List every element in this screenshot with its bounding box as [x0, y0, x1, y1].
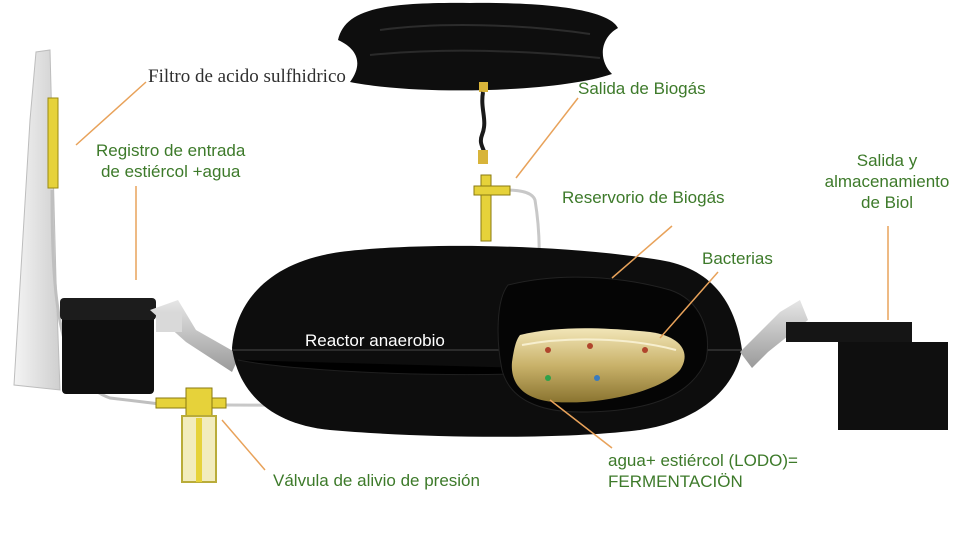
bacteria-dots: [545, 343, 648, 381]
biol-outlet: [740, 300, 948, 430]
label-lodo-line1: agua+ estiércol (LODO)=: [608, 451, 798, 470]
h2s-filter-column: [13, 49, 61, 391]
inlet-box: [60, 298, 240, 394]
label-salida-biol-line3: de Biol: [861, 193, 913, 212]
label-salida-biogas: Salida de Biogás: [578, 79, 706, 98]
biogas-tee-fitting: [473, 174, 511, 242]
label-salida-biol: Salida y almacenamiento de Biol: [812, 150, 962, 213]
label-registro-line1: Registro de entrada: [96, 141, 246, 160]
leader-lines: [75, 81, 889, 471]
biogas-outlet-hose: [478, 82, 488, 164]
pressure-relief-valve: [155, 387, 227, 483]
label-salida-biol-line2: almacenamiento: [824, 172, 950, 191]
label-salida-biol-line1: Salida y: [856, 151, 918, 170]
label-lodo-line2: FERMENTACIÖN: [608, 472, 743, 491]
sludge-fermentation: [511, 328, 685, 403]
label-reactor: Reactor anaerobio: [305, 331, 445, 350]
label-valvula: Válvula de alivio de presión: [273, 471, 480, 490]
label-reservorio: Reservorio de Biogás: [562, 188, 725, 207]
label-lodo: agua+ estiércol (LODO)= FERMENTACIÖN: [608, 450, 798, 492]
label-bacterias: Bacterias: [702, 249, 773, 268]
label-filtro: Filtro de acido sulfhidrico: [148, 66, 346, 87]
label-registro: Registro de entrada de estiércol +agua: [96, 140, 245, 182]
label-registro-line2: de estiércol +agua: [100, 162, 241, 181]
biogas-storage-bag: [338, 2, 618, 91]
